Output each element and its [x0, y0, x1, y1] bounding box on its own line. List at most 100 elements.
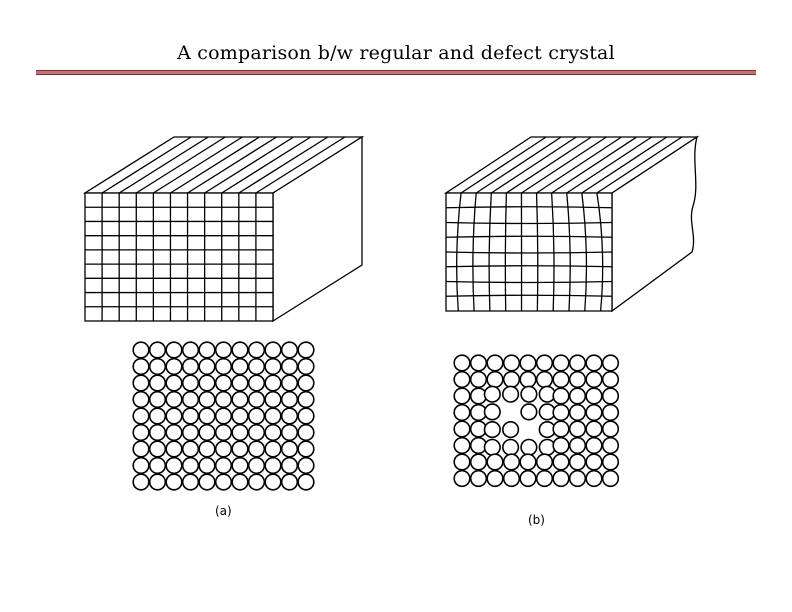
atom [148, 374, 167, 392]
atom [198, 374, 216, 392]
atom [486, 469, 504, 488]
atom [585, 436, 603, 455]
atom [568, 420, 587, 438]
atom [231, 407, 249, 425]
atom [568, 370, 587, 389]
atom [198, 473, 216, 491]
atom [214, 374, 233, 392]
atom [214, 423, 233, 442]
grid-line [445, 280, 613, 284]
atom [585, 370, 603, 389]
atom [297, 456, 315, 475]
atom [247, 374, 266, 392]
atom [568, 469, 587, 488]
atom [568, 387, 587, 405]
grid-line [504, 192, 508, 312]
atom [247, 341, 266, 359]
grid-line [550, 192, 555, 312]
atom [132, 357, 150, 376]
atom [264, 374, 282, 392]
atom [165, 374, 183, 392]
atom [231, 440, 249, 458]
grid-line [445, 251, 613, 254]
atom [181, 456, 200, 475]
atom [568, 354, 587, 372]
atom [231, 357, 249, 376]
atom [585, 469, 603, 488]
atom [214, 390, 233, 409]
atom [247, 407, 266, 425]
atom [280, 456, 299, 475]
atom [585, 403, 603, 422]
atom [519, 453, 537, 471]
atom [181, 341, 200, 359]
atom [280, 473, 299, 491]
atom [585, 420, 603, 438]
defect-top-grid [460, 136, 683, 194]
atom [520, 403, 538, 421]
atom [502, 438, 520, 456]
grid-line [535, 192, 539, 312]
grid-line [490, 136, 577, 194]
atom [297, 423, 315, 442]
atom [132, 390, 150, 409]
grid-line [566, 192, 571, 312]
atom [552, 420, 570, 438]
atom [264, 407, 282, 425]
atom [552, 354, 570, 372]
regular-crystal-block [82, 135, 365, 323]
defect-front-grid [445, 192, 613, 312]
atom [132, 456, 150, 475]
atom [453, 354, 471, 372]
atom [552, 469, 570, 488]
defect-crystal-block [443, 135, 700, 313]
grid-line [551, 136, 637, 194]
atom [601, 354, 620, 372]
grid-line [204, 136, 294, 194]
atom [264, 423, 282, 442]
grid-line [445, 235, 613, 238]
atom [552, 387, 570, 405]
grid-line [596, 136, 683, 194]
atom [280, 374, 299, 392]
atom [214, 407, 233, 425]
atom [453, 469, 471, 488]
atom [264, 341, 282, 359]
defect-atom-array [453, 354, 620, 488]
atom [601, 370, 620, 389]
atom [231, 473, 249, 491]
atom [198, 407, 216, 425]
atom [231, 456, 249, 475]
atom [165, 456, 183, 475]
atom [165, 423, 183, 442]
atom [519, 354, 537, 372]
atom [519, 469, 537, 488]
regular-atom-array [132, 341, 315, 491]
atom [264, 456, 282, 475]
atom [297, 341, 315, 359]
atom [165, 341, 183, 359]
atom [568, 436, 587, 455]
atom [132, 473, 150, 491]
atom [148, 423, 167, 442]
atom [520, 438, 538, 456]
atom [552, 370, 570, 389]
atom [132, 423, 150, 442]
atom [297, 357, 315, 376]
atom [469, 370, 488, 389]
atom [453, 436, 471, 455]
grid-line [506, 136, 592, 194]
atom [297, 374, 315, 392]
atom [280, 440, 299, 458]
atom [132, 440, 150, 458]
atom [165, 440, 183, 458]
panel-label-a: (a) [215, 504, 232, 518]
grid-line [101, 136, 192, 194]
atom [297, 440, 315, 458]
atom [502, 453, 521, 471]
grid-line [221, 136, 312, 194]
atom [453, 403, 471, 422]
atom [280, 357, 299, 376]
grid-line [488, 192, 492, 312]
